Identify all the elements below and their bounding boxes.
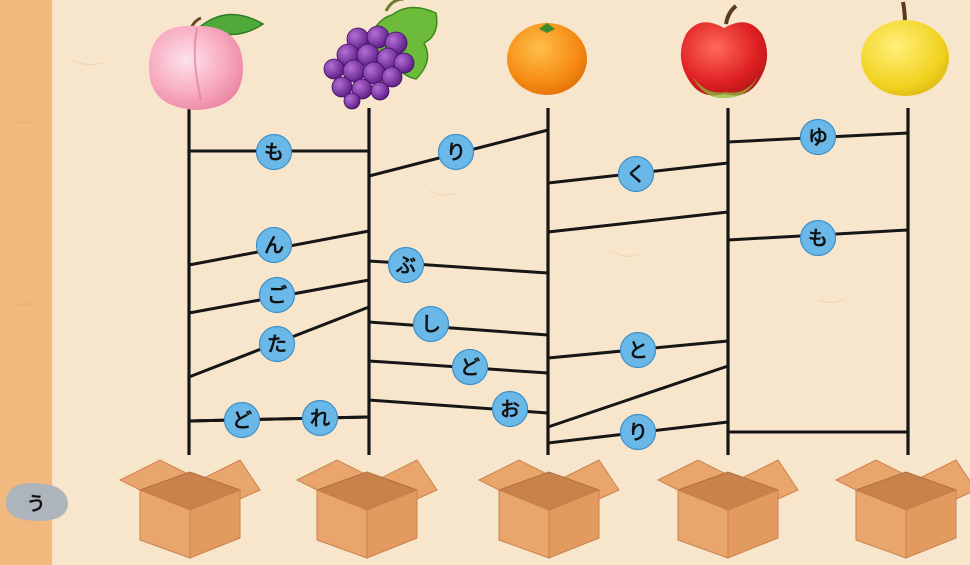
rung-label-bubble: も xyxy=(799,219,837,257)
rung-label-bubble: り xyxy=(437,133,475,171)
grape-icon[interactable] xyxy=(323,0,438,110)
cardboard-box-icon[interactable] xyxy=(295,459,438,559)
pear-icon[interactable] xyxy=(861,1,949,96)
rung-label-bubble: も xyxy=(255,133,293,171)
apple-icon[interactable] xyxy=(680,4,768,99)
cardboard-box-icon[interactable] xyxy=(477,459,620,559)
rung-label: し xyxy=(421,312,441,336)
hiragana-bubbles: も ん ご た ど れ り ぶ し ど お く と り ゆ も xyxy=(223,118,837,451)
rung-line xyxy=(368,320,549,337)
rung-label-bubble: り xyxy=(619,413,657,451)
rung-label-bubble: ど xyxy=(451,348,489,386)
rung-label: た xyxy=(267,332,287,356)
rung-label-bubble: ご xyxy=(258,276,296,314)
rung-label: お xyxy=(500,397,520,421)
cardboard-box-icon[interactable] xyxy=(834,459,970,559)
rung-line xyxy=(547,210,729,234)
orange-icon[interactable] xyxy=(507,23,587,95)
rung-label: ん xyxy=(264,233,284,257)
paper-texture xyxy=(9,59,847,306)
cardboard-box-icon[interactable] xyxy=(656,459,799,559)
rung-label: ゆ xyxy=(808,125,828,149)
ladder-vertical-lines xyxy=(187,108,910,455)
peach-icon[interactable] xyxy=(149,13,265,111)
rung-label: も xyxy=(264,140,284,164)
rung-label-bubble: お xyxy=(491,390,529,428)
rung-label: り xyxy=(628,420,648,444)
rung-label-bubble: ど xyxy=(223,401,261,439)
rung-line xyxy=(547,364,729,429)
rung-label: り xyxy=(446,140,466,164)
rung-label: ご xyxy=(267,283,287,307)
left-strip xyxy=(0,0,52,565)
rung-label-bubble: ゆ xyxy=(799,118,837,156)
rung-label-bubble: た xyxy=(258,325,296,363)
rung-label: れ xyxy=(310,406,330,430)
side-stone-label: う xyxy=(26,493,45,515)
rung-label: ぶ xyxy=(395,253,416,277)
rung-label-bubble: く xyxy=(617,155,655,193)
rung-label: も xyxy=(808,226,828,250)
rung-label-bubble: ぶ xyxy=(387,246,425,284)
rung-label: ど xyxy=(460,355,480,379)
rung-label-bubble: し xyxy=(412,305,450,343)
rung-label: と xyxy=(628,338,648,362)
rung-label-bubble: ん xyxy=(255,226,293,264)
rung-label: く xyxy=(626,162,646,186)
rung-line xyxy=(188,415,370,423)
rung-label: ど xyxy=(232,408,252,432)
rung-label-bubble: と xyxy=(619,331,657,369)
cardboard-boxes xyxy=(118,459,970,559)
rung-label-bubble: れ xyxy=(301,399,339,437)
side-stone: う xyxy=(6,483,68,521)
cardboard-box-icon[interactable] xyxy=(118,459,261,559)
